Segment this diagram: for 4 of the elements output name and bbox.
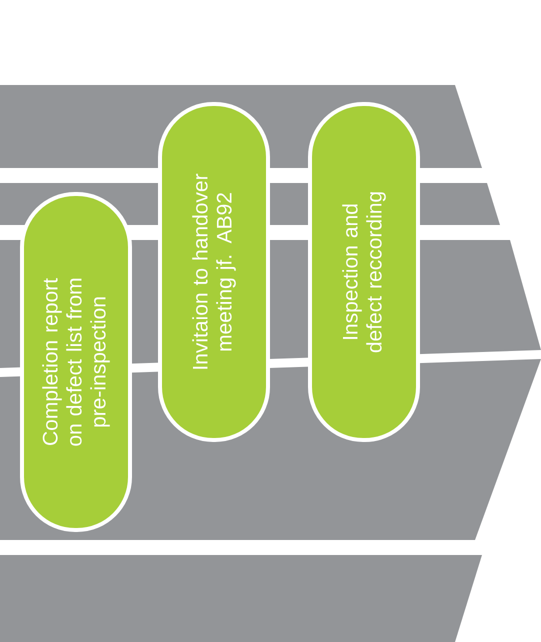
process-pill: Completion report on defect list from pre-inspection xyxy=(20,192,132,532)
band-shape xyxy=(0,555,482,642)
process-pill: Invitaion to handover meeting jf. AB92 xyxy=(158,102,270,442)
process-pill: Inspection and defect reccording xyxy=(308,102,420,442)
